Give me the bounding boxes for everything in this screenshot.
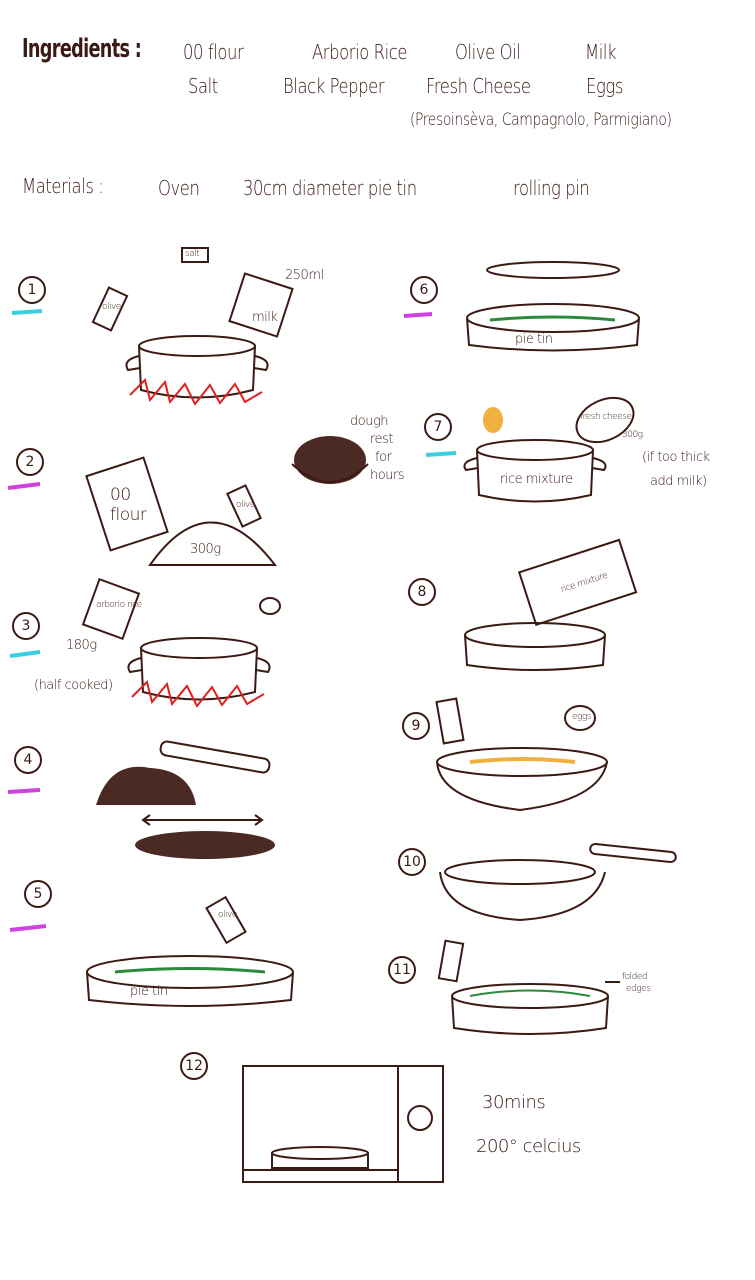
- pie-tin-step5: [86, 895, 294, 1007]
- milk-carton-label: milk: [252, 310, 278, 325]
- folded-edges-note: folded: [622, 972, 648, 982]
- pot-step7: [463, 396, 635, 503]
- olive-oil-label: olive: [236, 500, 255, 510]
- thick-note: (if too thick: [642, 450, 710, 465]
- step-number: 5: [24, 880, 52, 908]
- pie-tin-step6: [466, 261, 640, 352]
- ingredient-item: Eggs: [586, 74, 623, 98]
- material-item: Oven: [158, 176, 200, 200]
- ingredients-label: Ingredients :: [22, 34, 142, 64]
- ingredient-item: Milk: [585, 40, 617, 64]
- pie-tin-label: pie tin: [130, 984, 168, 999]
- salt-label: salt: [185, 249, 200, 259]
- ingredient-item: Black Pepper: [283, 74, 385, 98]
- step-number: 6: [410, 276, 438, 304]
- step-number: 11: [388, 956, 416, 984]
- step-number: 12: [180, 1052, 208, 1080]
- step-number: 3: [12, 612, 40, 640]
- step-number: 2: [16, 448, 44, 476]
- step-number: 9: [402, 712, 430, 740]
- flour-step2: [85, 436, 369, 566]
- pie-tin-label: pie tin: [515, 332, 553, 347]
- eggs-label: eggs: [572, 712, 592, 722]
- step-highlights: [7, 309, 457, 932]
- pie-tin-step9: [435, 697, 608, 812]
- bake-temperature: 200° celcius: [476, 1136, 581, 1157]
- step-number: 8: [408, 578, 436, 606]
- milk-volume: 250ml: [285, 268, 324, 283]
- pot-step1: [91, 247, 294, 406]
- step-number: 4: [14, 746, 42, 774]
- dough-note: rest: [370, 432, 393, 447]
- dough-note: for: [375, 450, 392, 465]
- cheese-bowl-label: fresh cheese: [580, 412, 632, 422]
- ingredient-item: Arborio Rice: [312, 40, 408, 64]
- step-number: 1: [18, 276, 46, 304]
- thick-note: add milk): [650, 474, 707, 489]
- pot-label: rice mixture: [500, 472, 573, 487]
- folded-edges-note: edges: [626, 984, 651, 994]
- material-item: 30cm diameter pie tin: [243, 176, 417, 200]
- dough-note: dough: [350, 414, 389, 429]
- material-item: rolling pin: [513, 176, 590, 200]
- pot-step3: [81, 577, 281, 708]
- pie-tin-step11: [437, 939, 620, 1035]
- flour-weight: 300g: [190, 542, 221, 557]
- pie-tin-step10: [439, 843, 677, 922]
- step-number: 10: [398, 848, 426, 876]
- oven-step12: [242, 1065, 444, 1183]
- rice-weight: 180g: [66, 638, 97, 653]
- ingredient-item: Fresh Cheese: [426, 74, 531, 98]
- rice-bag-label: arborio rice: [96, 600, 142, 610]
- step-number: 7: [424, 413, 452, 441]
- pie-tin-step8: [464, 538, 638, 671]
- half-cooked-note: (half cooked): [34, 678, 113, 693]
- ingredient-item: Salt: [188, 74, 218, 98]
- cheese-note: (Presoinsèva, Campagnolo, Parmigiano): [410, 110, 672, 130]
- ingredient-item: Olive Oil: [455, 40, 521, 64]
- dough-step4: [96, 740, 275, 859]
- materials-label: Materials :: [22, 174, 104, 198]
- dough-note: hours: [370, 468, 405, 483]
- cheese-weight: 300g: [622, 430, 643, 440]
- olive-oil-label: olive: [218, 910, 237, 920]
- olive-oil-label: olive: [102, 302, 121, 312]
- bake-time: 30mins: [482, 1092, 546, 1113]
- flour-bag-label: 00 flour: [110, 485, 147, 525]
- ingredient-item: 00 flour: [183, 40, 244, 64]
